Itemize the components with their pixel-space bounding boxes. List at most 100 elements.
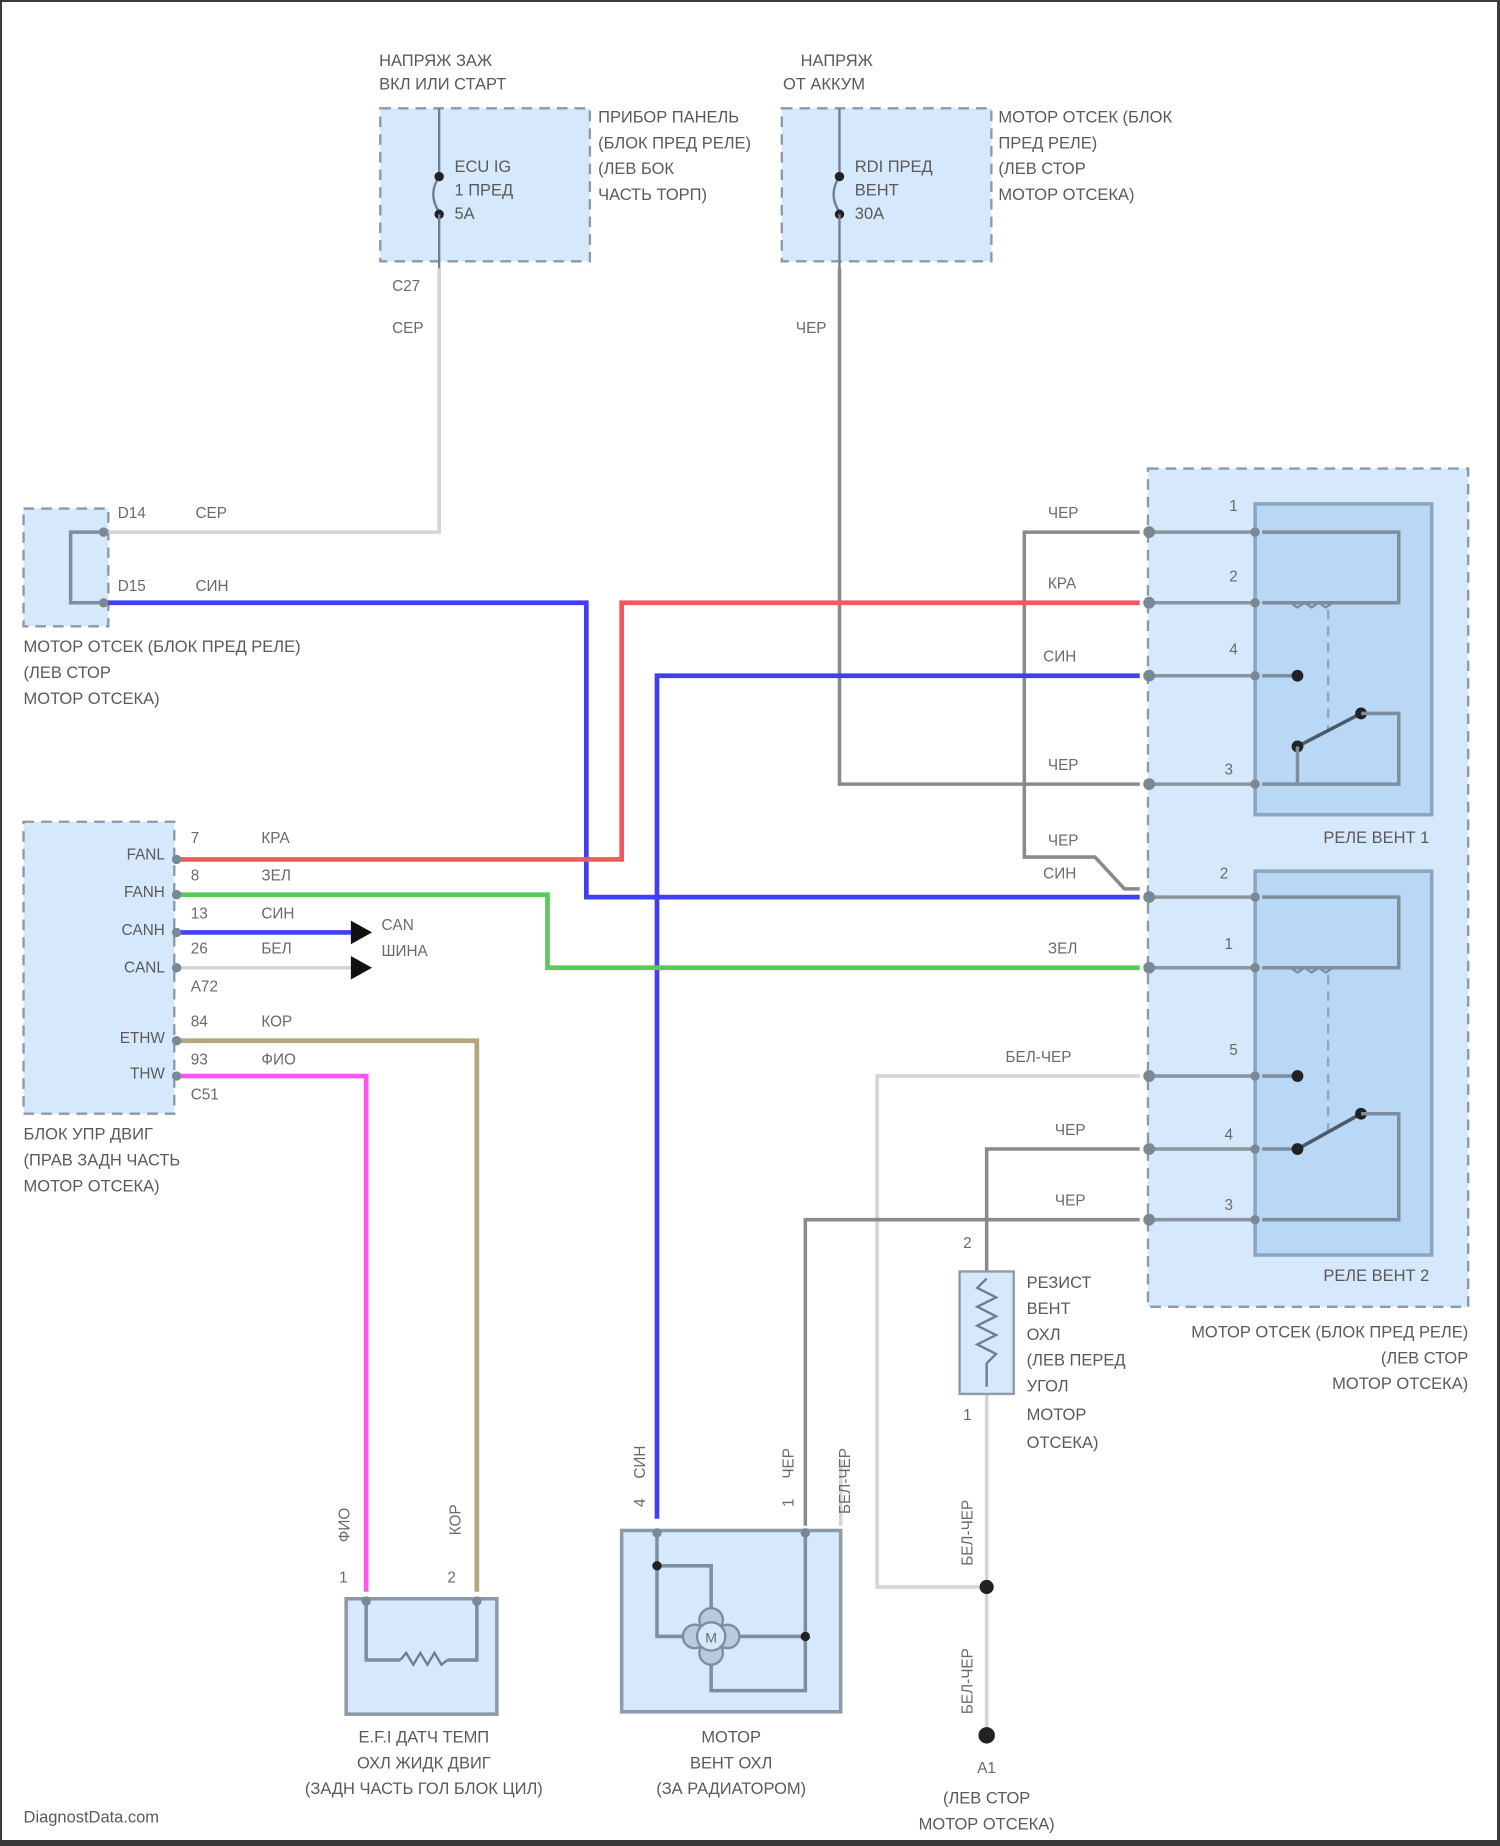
wire-fanl-red: [176, 600, 1140, 862]
motor-name-2: ВЕНТ ОХЛ: [690, 1754, 772, 1772]
ecu-wire-label-canh: СИН: [261, 905, 294, 922]
motor-wire-label-white-black: БЕЛ-ЧЕР: [837, 1448, 854, 1514]
motor-icon: M: [681, 1607, 741, 1666]
sensor-wire-label-2: КОР: [447, 1504, 464, 1535]
motor-wire-label-black: ЧЕР: [781, 1448, 798, 1479]
relay-fan-1: [1253, 502, 1434, 817]
wire-relay-resistor: [984, 1147, 1140, 1272]
ground-id: A1: [977, 1760, 996, 1777]
ecu-pinnum-7: 7: [191, 830, 200, 847]
relay-2-name: РЕЛЕ ВЕНТ 2: [1323, 1267, 1429, 1285]
wire-thw-pink: [176, 1073, 369, 1592]
wire-label-relay2-pin4: ЧЕР: [1055, 1122, 1086, 1139]
relay-wire-labels: ЧЕР КРА СИН ЧЕР ЧЕР СИН ЗЕЛ БЕЛ-ЧЕР ЧЕР …: [1005, 505, 1085, 1210]
ground-loc-1: (ЛЕВ СТОР: [943, 1790, 1030, 1808]
ecu-pinnum-8: 8: [191, 868, 200, 885]
ecu-loc-1: БЛОК УПР ДВИГ: [24, 1126, 153, 1144]
wire-label-relay2-blue: СИН: [1043, 865, 1076, 882]
motor-name-3: (ЗА РАДИАТОРОМ): [656, 1780, 806, 1798]
relay-block-right-loc-2: (ЛЕВ СТОР: [1381, 1349, 1468, 1367]
ecu-loc-2: (ПРАВ ЗАДН ЧАСТЬ: [24, 1152, 181, 1170]
resistor-name-7: ОТСЕКА): [1027, 1434, 1099, 1452]
relay-terminals: [1143, 526, 1260, 1226]
sensor-name-1: E.F.I ДАТЧ ТЕМП: [359, 1728, 490, 1746]
wire-relay-motor-black: [803, 1217, 1140, 1526]
wire-label-relay1-pin3: ЧЕР: [1048, 757, 1079, 774]
resistor-name-1: РЕЗИСТ: [1027, 1274, 1092, 1292]
ecu-wire-label-thw: ФИО: [261, 1051, 296, 1068]
wire-relay-white-black: [875, 1074, 1140, 1589]
ecu-pin-canh: CANH: [121, 922, 164, 939]
ground-wire-label-upper: БЕЛ-ЧЕР: [960, 1500, 977, 1566]
ecu-wire-label-fanl: КРА: [261, 830, 290, 847]
fuse-fan-name-1: RDI ПРЕД: [855, 158, 933, 176]
fuse-ecu-supply-1: НАПРЯЖ ЗАЖ: [379, 52, 492, 70]
fuse-ecu-connector: C27: [392, 278, 420, 295]
ground-point-icon: [978, 1727, 995, 1744]
ground-loc-2: МОТОР ОТСЕКА): [919, 1816, 1055, 1834]
ecu-pinnum-84: 84: [191, 1014, 209, 1031]
fuse-ecu-block: [379, 107, 592, 263]
relay2-pin-1: 1: [1224, 936, 1233, 953]
relay-pin-stubs: [1147, 530, 1256, 1222]
fuse-fan-loc-3: (ЛЕВ СТОР: [998, 160, 1085, 178]
motor-pin-4: 4: [632, 1498, 649, 1507]
wire-ethw-tan: [176, 1038, 480, 1592]
fan-resistor: 2 1 РЕЗИСТ ВЕНТ ОХЛ (ЛЕВ ПЕРЕД УГОЛ МОТО…: [958, 1235, 1125, 1452]
relay-block-left: D14 СЕР D15 СИН МОТОР ОТСЕК (БЛОК ПРЕД Р…: [22, 505, 301, 708]
engine-ecu: FANL FANH CANH CANL ETHW THW 7 КРА 8 ЗЕЛ…: [22, 820, 429, 1195]
sensor-name-2: ОХЛ ЖИДК ДВИГ: [357, 1754, 491, 1772]
fuse-fan-supply-1: НАПРЯЖ: [801, 52, 873, 70]
motor-wire-label-blue: СИН: [632, 1446, 649, 1479]
relay-block-right-loc-1: МОТОР ОТСЕК (БЛОК ПРЕД РЕЛЕ): [1191, 1323, 1468, 1341]
wire-fanh-green: [176, 892, 1140, 971]
fuse-fan-loc-1: МОТОР ОТСЕК (БЛОК: [998, 108, 1172, 126]
splice-point: [979, 1579, 994, 1595]
fuse-fan-name-3: 30A: [855, 205, 884, 223]
wire-ecu-ig-gray: [103, 268, 441, 534]
relay-block-left-loc-3: МОТОР ОТСЕКА): [24, 690, 160, 708]
fuse-ecu-ig: НАПРЯЖ ЗАЖ ВКЛ ИЛИ СТАРТ ECU IG 1 ПРЕД 5…: [379, 52, 751, 337]
coolant-temp-sensor: 1 2 ФИО КОР E.F.I ДАТЧ ТЕМП ОХЛ ЖИДК ДВИ…: [305, 1504, 543, 1798]
fuse-fan-block: [780, 107, 993, 263]
relay-block-right-loc-3: МОТОР ОТСЕКА): [1332, 1375, 1468, 1393]
motor-name-1: МОТОР: [701, 1728, 761, 1746]
sensor-name-3: (ЗАДН ЧАСТЬ ГОЛ БЛОК ЦИЛ): [305, 1780, 543, 1798]
relay-pin-numbers: 1 2 4 3 2 1 5 4 3: [1220, 498, 1238, 1214]
cooling-fan-motor: M 4 СИН 1 ЧЕР БЕЛ-ЧЕР МОТОР ВЕНТ ОХЛ (ЗА…: [619, 1446, 854, 1798]
relay-block-right: РЕЛЕ ВЕНТ 1 РЕЛЕ ВЕНТ 2 МОТОР ОТСЕК (БЛО…: [1146, 467, 1470, 1393]
relay2-pin-4: 4: [1224, 1127, 1233, 1144]
resistor-name-2: ВЕНТ: [1027, 1300, 1071, 1318]
fuse-ecu-name-1: ECU IG: [454, 158, 511, 176]
wire-label-relay2-pin2: ЧЕР: [1048, 832, 1079, 849]
relay1-pin-3: 3: [1224, 762, 1233, 779]
ecu-pin-fanl: FANL: [127, 846, 165, 863]
relay2-pin-2: 2: [1220, 865, 1229, 882]
sensor-wire-label-1: ФИО: [337, 1508, 354, 1543]
wire-fan-fuse-black: [837, 268, 1140, 786]
wire-relay-blue-motor: [654, 673, 1140, 1519]
watermark: DiagnostData.com: [24, 1808, 159, 1826]
relay-1-name: РЕЛЕ ВЕНТ 1: [1323, 829, 1429, 847]
motor-pin-1: 1: [781, 1498, 798, 1507]
switch-contact-icon: [1296, 711, 1362, 748]
pin-d15: D15: [118, 578, 146, 595]
wire-label-relay1-pin4: СИН: [1043, 649, 1076, 666]
wire-label-relay1-pin1: ЧЕР: [1048, 505, 1079, 522]
resistor-pin-2: 2: [963, 1235, 972, 1252]
fuse-fan-name-2: ВЕНТ: [855, 181, 899, 199]
fuse-fan-loc-4: МОТОР ОТСЕКА): [998, 186, 1134, 204]
wire-d15-blue: [103, 600, 1140, 900]
fuse-ecu-loc-3: (ЛЕВ БОК: [598, 160, 674, 178]
relay1-pin-1: 1: [1229, 498, 1238, 515]
can-bus-label-1: CAN: [381, 917, 413, 934]
fuse-fan-supply-2: ОТ АККУМ: [783, 75, 865, 93]
wire-label-relay2-pin1: ЗЕЛ: [1048, 941, 1077, 958]
arrow-icon: [350, 955, 373, 980]
can-bus-label-2: ШИНА: [381, 943, 428, 960]
ecu-pinnum-93: 93: [191, 1051, 208, 1068]
pin-d14: D14: [118, 505, 147, 522]
fuse-fan: НАПРЯЖ ОТ АККУМ RDI ПРЕД ВЕНТ 30A МОТОР …: [780, 52, 1172, 337]
wire-label-relay2-pin5: БЕЛ-ЧЕР: [1005, 1049, 1071, 1066]
